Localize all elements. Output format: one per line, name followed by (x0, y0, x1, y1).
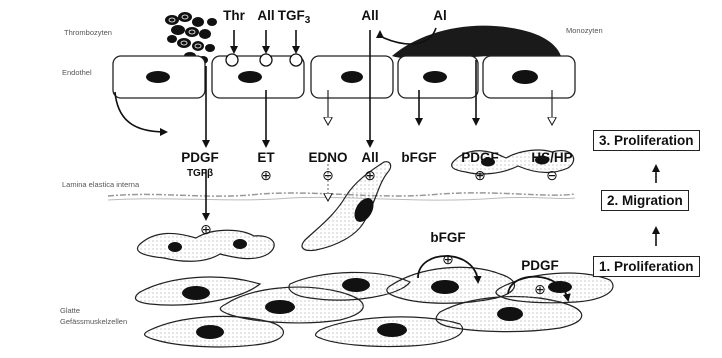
tgf-subscript: 3 (305, 15, 311, 26)
mediator-pdgf-2: PDGF (461, 150, 499, 165)
mediator-pdgf-1: PDGF (181, 150, 219, 165)
label-all-2: All (361, 8, 378, 23)
sign-hshp: ⊖ (546, 168, 558, 182)
tgf-text: TGF (278, 8, 305, 23)
media-sign-bfgf: ⊕ (442, 252, 454, 266)
label-endothelium: Endothel (62, 68, 92, 77)
mediator-tgfb: TGFβ (187, 168, 213, 179)
media-label-bfgf: bFGF (430, 230, 465, 245)
intima-cells (137, 150, 573, 261)
sign-edno: ⊖ (322, 168, 334, 182)
label-thr: Thr (223, 8, 245, 23)
label-monocytes: Monozyten (566, 26, 603, 35)
media-label-pdgf: PDGF (521, 258, 559, 273)
mediator-edno: EDNO (308, 150, 347, 165)
mediator-hshp: HS/HP (531, 150, 572, 165)
sign-et: ⊕ (260, 168, 272, 182)
sign-intima-plus: ⊕ (200, 222, 212, 236)
label-thrombocytes: Thrombozyten (64, 28, 112, 37)
media-sign-pdgf: ⊕ (534, 282, 546, 296)
label-all-top: All (257, 8, 274, 23)
sign-all: ⊕ (364, 168, 376, 182)
stage-3-proliferation: 3. Proliferation (593, 130, 700, 151)
mediator-all: All (361, 150, 378, 165)
label-al: Al (433, 8, 447, 23)
mediator-bfgf: bFGF (401, 150, 436, 165)
label-muscle-line2: Gefässmuskelzellen (60, 317, 127, 326)
sign-pdgf-2: ⊕ (474, 168, 486, 182)
stage-1-proliferation: 1. Proliferation (593, 256, 700, 277)
label-tgf-top: TGF3 (278, 8, 311, 26)
mediator-et: ET (257, 150, 274, 165)
stage-2-migration: 2. Migration (601, 190, 689, 211)
label-muscle-line1: Glatte (60, 306, 80, 315)
lamina-elastica (108, 193, 575, 196)
label-lamina: Lamina elastica interna (62, 180, 139, 189)
